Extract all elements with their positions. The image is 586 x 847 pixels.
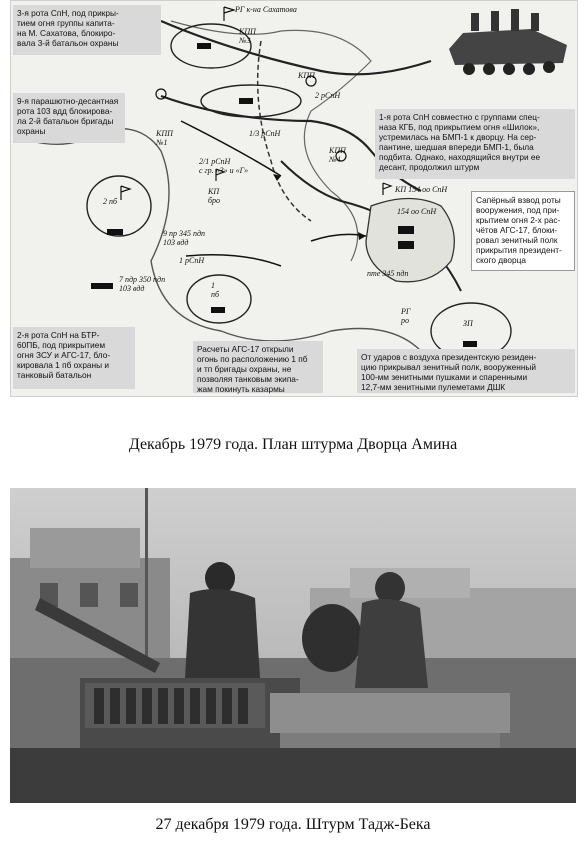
label-kp-bro: КП бро (208, 187, 221, 205)
label-kpp4: КПП №4 (329, 146, 346, 164)
flag-icon (223, 6, 237, 21)
label-zp: ЗП (463, 319, 473, 328)
hatch-cover (302, 604, 362, 672)
barracks (197, 43, 211, 49)
label-1-3rota: 1/3 рСпН (249, 129, 281, 138)
assault-plan-map: 3-я рота СпН, под прикры- тием огня груп… (10, 0, 578, 397)
text-box-2nd-company: 2-я рота СпН на БТР- 60ПБ, под прикрытие… (13, 327, 135, 389)
barracks (91, 283, 113, 289)
ruined-building (10, 558, 170, 668)
palace-building (398, 241, 414, 249)
label-kpp2: КПП (298, 71, 315, 80)
text-box-9th-company: 9-я парашютно-десантная рота 103 вдд бло… (13, 93, 125, 143)
soldier (355, 572, 428, 688)
label-9pr-345: 9 пр 345 пдп 103 вдд (163, 229, 206, 247)
text-box-3rd-company: 3-я рота СпН, под прикры- тием огня груп… (13, 5, 161, 55)
arrow-head (273, 174, 281, 181)
checkpoint-icon (305, 75, 317, 87)
window (120, 583, 138, 607)
label-pb1: 1 пб (211, 281, 220, 299)
photo-drawing (10, 488, 576, 803)
checkpoint-icon (335, 150, 347, 162)
label-rg-ro: РГ ро (401, 307, 411, 325)
label-kp154b: 154 оо СпН (397, 207, 437, 216)
label-2-1rota: 2/1 рСпН с гр. «З» и «Г» (199, 157, 249, 175)
pb2-area (86, 175, 152, 237)
label-7pdr-350: 7 пдр 350 пдп 103 вдд (119, 275, 166, 293)
ruined-building (30, 528, 140, 568)
label-pb2: 2 пб (103, 197, 118, 206)
map-drawing (30, 6, 567, 375)
palace-hill (365, 197, 455, 283)
bmp-vehicle-icon (449, 9, 567, 75)
barracks (239, 98, 253, 104)
barracks (211, 307, 225, 313)
label-rg-sahatova: РГ к-на Сахатова (235, 5, 297, 14)
window (80, 583, 98, 607)
attack-arrow (185, 254, 282, 267)
flag-icon (120, 185, 132, 200)
assault-photo (10, 488, 576, 803)
antenna-mast (145, 488, 148, 668)
text-box-sapper-platoon: Сапёрный взвод роты вооружения, под при-… (471, 191, 575, 271)
barracks (463, 341, 477, 347)
battalion-3-area (170, 23, 252, 69)
road (160, 19, 432, 76)
label-kp154a: КП 154 оо СпН (395, 185, 448, 194)
text-box-1st-company: 1-я рота СпН совместно с группами спец- … (375, 109, 575, 179)
serpentine-road (256, 40, 312, 222)
palace-building (398, 226, 414, 234)
tank-gun-barrel (35, 598, 160, 673)
label-1rota: 1 рСпН (179, 256, 205, 265)
terrain-line (170, 20, 372, 262)
pb1-area (186, 274, 252, 324)
soldier (185, 562, 260, 678)
checkpoint-icon (155, 88, 167, 100)
label-pte345: пте 345 пдп (367, 269, 409, 278)
text-box-ags-crews: Расчеты АГС-17 открыли огонь по располож… (193, 341, 323, 394)
caption-plan: Декабрь 1979 года. План штурма Дворца Ам… (128, 436, 458, 453)
arrow-head (358, 232, 366, 240)
barracks (107, 229, 123, 235)
label-kpp1: КПП №1 (156, 129, 173, 147)
flag-icon (382, 182, 393, 195)
flag-icon (215, 168, 226, 181)
text-box-air-defense: От ударов с воздуха президентскую резиде… (357, 349, 575, 393)
attack-arrow (180, 120, 282, 177)
tank (10, 598, 576, 803)
distant-building (350, 568, 470, 598)
battalion-2-area (200, 84, 302, 118)
label-kpp3: КПП №3 (239, 27, 256, 45)
label-2rota: 2 рСпН (315, 91, 341, 100)
caption-photo: 27 декабря 1979 года. Штурм Тадж-Бека (155, 816, 431, 833)
